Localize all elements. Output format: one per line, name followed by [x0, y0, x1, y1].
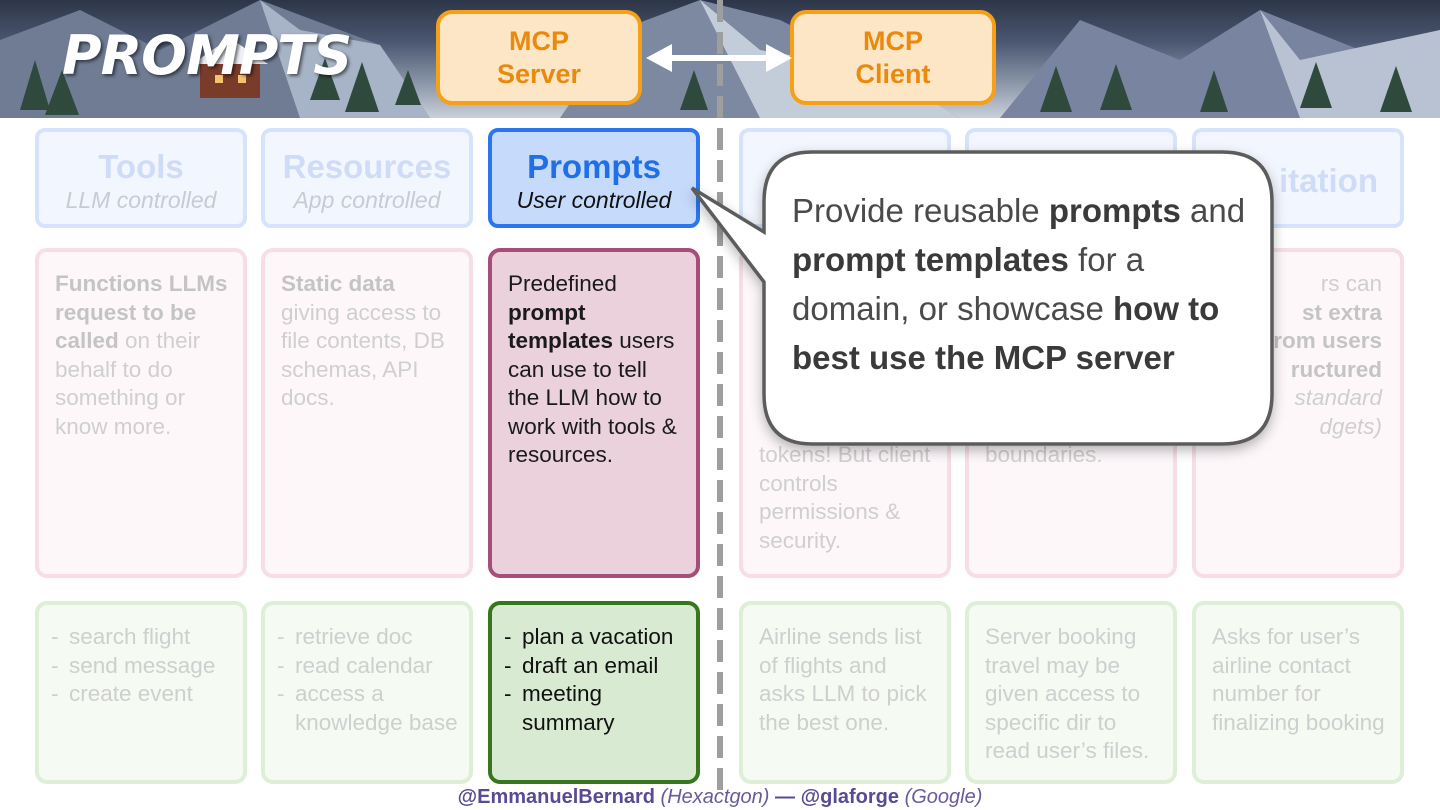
slide-title: PROMPTS [62, 24, 352, 87]
examples-roots: Server booking travel may be given acces… [965, 601, 1177, 784]
list-item: create event [51, 680, 235, 709]
footer-org-2: (Google) [904, 786, 983, 808]
column-header-sampling [739, 128, 951, 228]
list-item: read calendar [277, 652, 461, 681]
examples-resources: retrieve doc read calendar access a know… [261, 601, 473, 784]
examples-tools: search flight send message create event [35, 601, 247, 784]
column-header-resources: Resources App controlled [261, 128, 473, 228]
description-tools: Functions LLMs request to be called on t… [35, 248, 247, 578]
description-text: on their behalf to do something or know … [55, 328, 201, 439]
list-item: meeting summary [504, 680, 688, 737]
example-text: Server booking travel may be given acces… [985, 624, 1150, 763]
mcp-server-label-line1: MCP [509, 25, 569, 56]
list-item: send message [51, 652, 235, 681]
column-subtitle: App controlled [293, 187, 441, 213]
column-subtitle: LLM controlled [65, 187, 217, 213]
column-title: Resources [282, 148, 452, 185]
mcp-client-box: MCP Client [790, 10, 996, 105]
description-bold: Functions LLMs request to be called [55, 271, 228, 353]
description-roots: boundaries. [965, 248, 1177, 578]
example-text: Asks for user’s airline contact number f… [1212, 624, 1385, 735]
list-item: search flight [51, 623, 235, 652]
description-prompts: Predefined prompt templates users can us… [488, 248, 700, 578]
server-client-divider [717, 0, 723, 790]
footer-credits: @EmmanuelBernard (Hexactgon) — @glaforge… [0, 784, 1440, 810]
description-bold: Static data [281, 271, 395, 296]
mcp-client-label-line2: Client [855, 58, 931, 89]
description-text: giving access to file contents, DB schem… [281, 299, 445, 411]
column-title: Tools [98, 148, 184, 185]
example-text: Airline sends list of flights and asks L… [759, 624, 927, 735]
footer-handle-2: @glaforge [800, 786, 899, 808]
footer-org-1: (Hexactgon) [660, 786, 770, 808]
column-title: itation [1279, 162, 1378, 199]
mcp-client-label-line1: MCP [863, 25, 923, 56]
description-italic: dgets) [1319, 413, 1382, 439]
description-text: users can use to tell the LLM how to wor… [508, 328, 677, 467]
description-sampling: tokens! But client controls permissions … [739, 248, 951, 578]
description-bold: rom users [1273, 328, 1382, 353]
column-subtitle: User controlled [516, 187, 672, 213]
description-text: boundaries. [985, 442, 1103, 467]
description-bold: ructured [1290, 356, 1382, 382]
description-text: tokens! But client controls permissions … [759, 442, 931, 553]
footer-handle-1: @EmmanuelBernard [457, 786, 655, 808]
list-item: retrieve doc [277, 623, 461, 652]
list-item: plan a vacation [504, 623, 688, 652]
column-header-roots [965, 128, 1177, 228]
list-item: draft an email [504, 652, 688, 681]
column-header-elicitation: itation [1192, 128, 1404, 228]
description-italic: standard [1294, 385, 1382, 410]
description-elicitation: rs can st extra rom users ructured stand… [1192, 248, 1404, 578]
description-resources: Static data giving access to file conten… [261, 248, 473, 578]
description-bold: st extra [1301, 299, 1382, 325]
description-text: Predefined [508, 271, 617, 296]
snowy-mountain-illustration [0, 0, 1440, 118]
mcp-server-label-line2: Server [496, 58, 582, 89]
column-header-tools: Tools LLM controlled [35, 128, 247, 228]
description-text: rs can [1320, 271, 1382, 296]
examples-prompts: plan a vacation draft an email meeting s… [488, 601, 700, 784]
examples-elicitation: Asks for user’s airline contact number f… [1192, 601, 1404, 784]
description-bold: prompt templates [508, 299, 614, 354]
column-header-prompts: Prompts User controlled [488, 128, 700, 228]
examples-sampling: Airline sends list of flights and asks L… [739, 601, 951, 784]
footer-separator: — [769, 786, 801, 808]
list-item: access a knowledge base [277, 680, 461, 737]
column-title: Prompts [527, 148, 661, 185]
mcp-server-box: MCP Server [436, 10, 642, 105]
